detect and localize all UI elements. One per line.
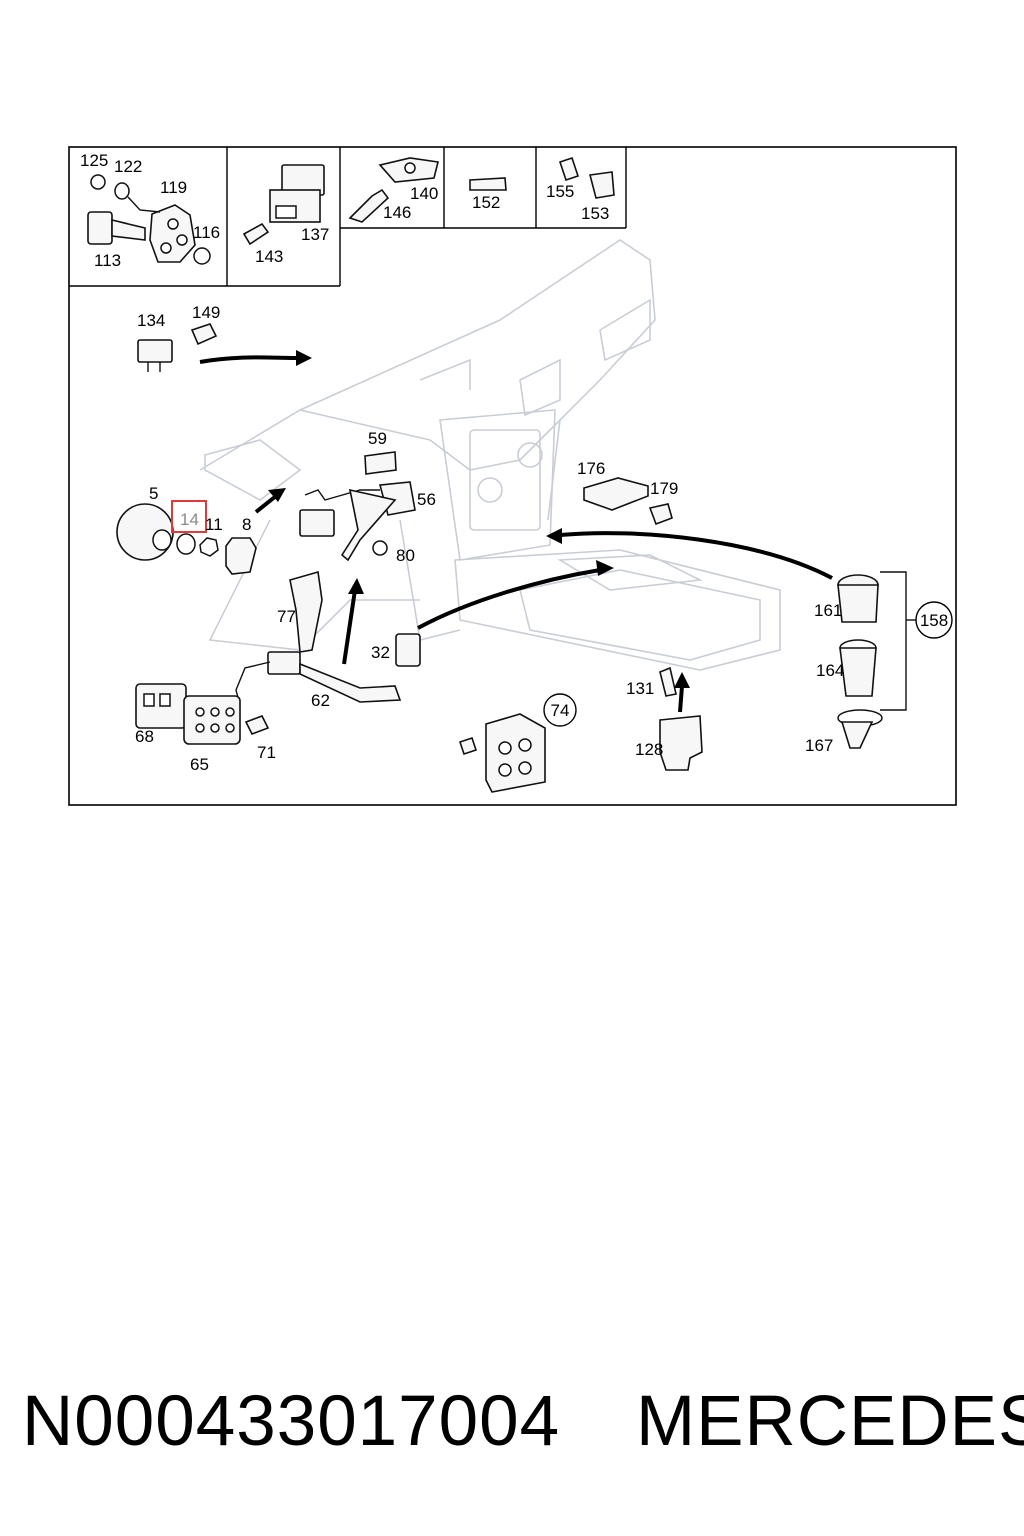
connector-32 xyxy=(395,633,421,667)
callout-11: 11 xyxy=(205,515,223,534)
callout-167: 167 xyxy=(805,736,833,755)
callout-62: 62 xyxy=(311,691,330,710)
location-arrows xyxy=(199,350,833,713)
footer-caption: N000433017004 MERCEDES xyxy=(0,1382,1024,1462)
callout-32: 32 xyxy=(371,643,390,662)
callout-116: 116 xyxy=(193,223,220,242)
callout-146: 146 xyxy=(383,203,411,222)
callout-143: 143 xyxy=(255,247,283,266)
callout-153: 153 xyxy=(581,204,609,223)
bracket-77 xyxy=(289,570,323,653)
callout-155: 155 xyxy=(546,182,574,201)
dashboard-outline xyxy=(199,239,781,671)
ignition-parts xyxy=(116,503,257,575)
callout-5: 5 xyxy=(149,484,158,503)
callout-179: 179 xyxy=(650,479,678,498)
callout-80: 80 xyxy=(396,546,415,565)
switch-134 xyxy=(137,323,218,372)
callout-137: 137 xyxy=(301,225,329,244)
callout-125: 125 xyxy=(80,151,108,170)
callout-128: 128 xyxy=(635,740,663,759)
callout-131: 131 xyxy=(626,679,654,698)
parts-diagram: 125 122 119 116 113 137 143 140 146 152 … xyxy=(68,146,957,806)
callout-65: 65 xyxy=(190,755,209,774)
callout-134: 134 xyxy=(137,311,165,330)
cigar-lighter-parts xyxy=(837,571,918,749)
callout-circle-158 xyxy=(915,601,953,639)
callout-8: 8 xyxy=(242,515,251,534)
callout-71: 71 xyxy=(257,743,276,762)
callout-122: 122 xyxy=(114,157,142,176)
callout-74: 74 xyxy=(551,701,570,720)
callout-164: 164 xyxy=(816,661,844,680)
callout-14: 14 xyxy=(180,510,199,529)
brand-text: MERCEDES xyxy=(636,1382,1024,1461)
callout-152: 152 xyxy=(472,193,500,212)
part-number-text: N000433017004 xyxy=(22,1382,561,1461)
callout-140: 140 xyxy=(410,184,438,203)
callout-labels: 125 122 119 116 113 137 143 140 146 152 … xyxy=(80,151,948,774)
callout-113: 113 xyxy=(94,251,121,270)
callout-59: 59 xyxy=(368,429,387,448)
callout-119: 119 xyxy=(160,178,187,197)
callout-176: 176 xyxy=(577,459,605,478)
callout-77: 77 xyxy=(277,607,296,626)
callout-68: 68 xyxy=(135,727,154,746)
combination-switch-parts xyxy=(299,451,416,562)
inset-switch-parts xyxy=(87,174,211,265)
callout-circle-74 xyxy=(543,693,577,727)
highlight-box xyxy=(171,500,207,533)
inset-bulb-parts xyxy=(348,156,615,223)
diagram-frame xyxy=(68,146,957,806)
relay-parts xyxy=(135,683,270,745)
bracket-128 xyxy=(659,666,703,771)
callout-158: 158 xyxy=(920,611,948,630)
switch-176 xyxy=(583,477,673,526)
fuse-box-74 xyxy=(458,713,546,793)
callout-149: 149 xyxy=(192,303,220,322)
callout-161: 161 xyxy=(814,601,842,620)
callout-56: 56 xyxy=(417,490,436,509)
stalk-62 xyxy=(235,651,402,706)
inset-connector-parts xyxy=(242,164,325,246)
